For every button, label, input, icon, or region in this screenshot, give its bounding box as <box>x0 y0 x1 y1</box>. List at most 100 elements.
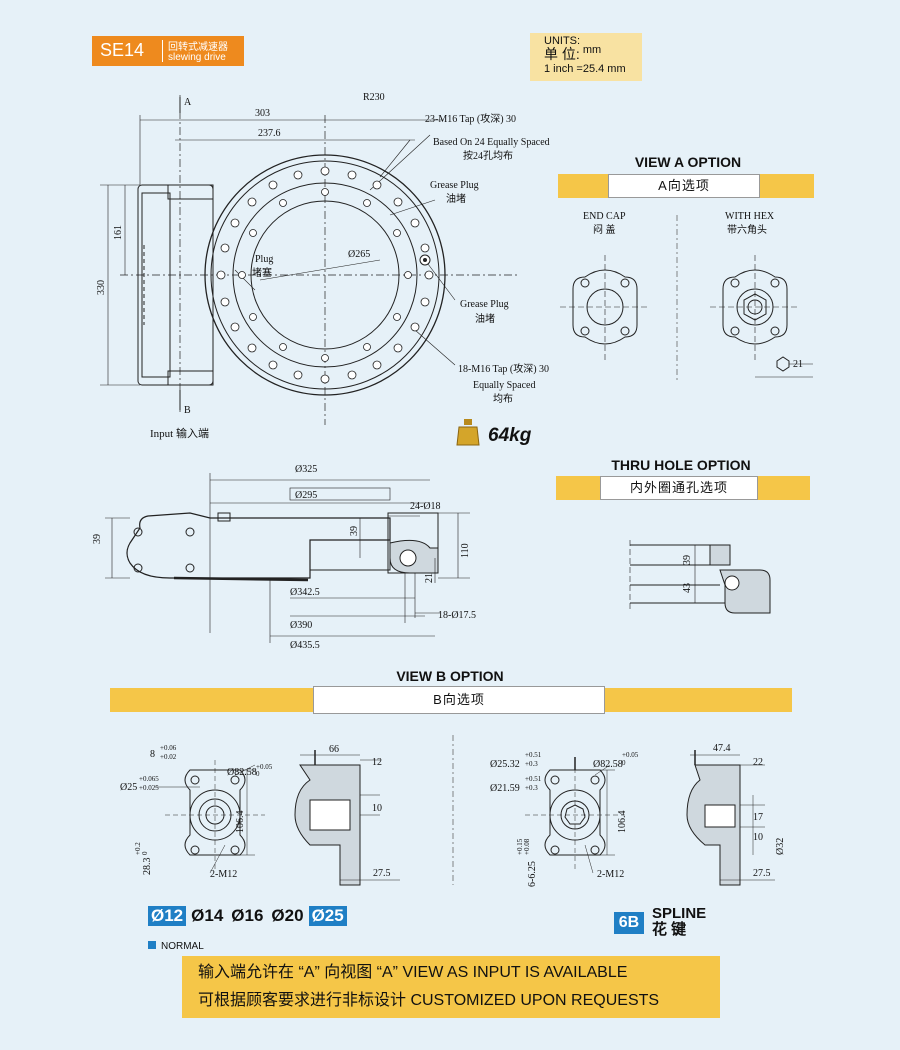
b-right-d21-tol-up: +0.51 <box>525 775 542 783</box>
side-view-drawing: Ø325 Ø295 24-Ø18 39 39 110 21 Ø342.5 18-… <box>92 464 476 651</box>
b-left-d8-tol-lo: +0.02 <box>160 753 177 761</box>
thru-dim-39: 39 <box>682 555 693 565</box>
normal-swatch <box>148 941 156 949</box>
units-box: UNITS: 单 位: mm 1 inch =25.4 mm <box>530 33 642 81</box>
b-left-d28-tol-lo: 0 <box>141 851 149 855</box>
dim-237-6: 237.6 <box>258 128 281 139</box>
b-left-d82: Ø82.58 <box>227 767 257 778</box>
b-right-d25: Ø25.32 <box>490 759 520 770</box>
label-equally-cn: 均布 <box>493 393 513 405</box>
label-tap23: 23-M16 Tap (攻深) 30 <box>425 112 516 125</box>
b-right-d21: Ø21.59 <box>490 783 520 794</box>
b-left-d28-tol-up: +0.2 <box>134 842 142 855</box>
dim-161: 161 <box>113 225 124 240</box>
dim-dia325: Ø325 <box>295 464 317 475</box>
footer-line-2: 可根据顾客要求进行非标设计 CUSTOMIZED UPON REQUESTS <box>198 992 660 1009</box>
b-left-d25-tol-up: +0.065 <box>139 775 159 783</box>
b-right-d10: 10 <box>753 832 763 843</box>
b-left-d25: Ø25 <box>120 782 137 793</box>
label-input: Input 输入端 <box>150 426 209 440</box>
b-right-d22: 22 <box>753 757 763 768</box>
b-right-d106: 106.4 <box>617 811 628 834</box>
weight-value: 64kg <box>488 425 532 446</box>
units-label-cn: 单 位: <box>544 46 580 62</box>
units-conversion: 1 inch =25.4 mm <box>544 63 626 75</box>
b-right-d25-tol-lo: +0.3 <box>525 760 538 768</box>
label-based24-cn: 按24孔均布 <box>463 149 513 162</box>
dim-dia390: Ø390 <box>290 620 312 631</box>
view-b-drawing: 8 +0.06 +0.02 Ø25 +0.065 +0.025 Ø82.58 +… <box>120 735 786 887</box>
label-plug: Plug <box>255 254 273 265</box>
outer-bolt-holes <box>216 166 434 384</box>
label-grease1: Grease Plug <box>430 180 479 191</box>
b-left-d66: 66 <box>329 744 339 755</box>
dim-39-right: 39 <box>349 526 360 536</box>
model-name-en: slewing drive <box>168 52 226 63</box>
b-right-d6-tol-lo: +0.08 <box>523 838 531 855</box>
b-right-d32: Ø32 <box>775 838 786 855</box>
weight-icon <box>456 419 480 446</box>
label-b: B <box>184 405 191 416</box>
b-right-d17: 17 <box>753 812 763 823</box>
label-grease2-cn: 油堵 <box>475 312 495 325</box>
spline-label-block: SPLINE 花 键 <box>652 906 706 938</box>
with-hex-label: WITH HEX <box>725 211 775 222</box>
tag-divider <box>162 40 163 62</box>
label-based24: Based On 24 Equally Spaced <box>433 137 550 148</box>
label-plug-cn: 堵塞 <box>252 266 272 279</box>
b-right-m12: 2-M12 <box>597 869 624 880</box>
label-equally: Equally Spaced <box>473 380 535 391</box>
b-left-d27: 27.5 <box>373 868 391 879</box>
normal-label: NORMAL <box>161 941 204 952</box>
b-right-d25-tol-up: +0.51 <box>525 751 542 759</box>
view-a-drawing: END CAP 闷 盖 WITH HEX 带六角头 21 <box>560 211 813 380</box>
b-right-d27: 27.5 <box>753 868 771 879</box>
inner-bolt-holes <box>238 188 412 362</box>
end-cap-label: END CAP <box>583 211 626 222</box>
model-tag: SE14 回转式减速器 slewing drive <box>92 36 244 66</box>
dim-dia265: Ø265 <box>348 249 370 260</box>
model-code: SE14 <box>100 40 145 60</box>
label-grease2: Grease Plug <box>460 299 509 310</box>
b-right-d47: 47.4 <box>713 743 731 754</box>
b-right-d6-tol-up: +0.15 <box>516 838 524 855</box>
b-left-d28: 28.3 <box>142 858 153 876</box>
thru-dim-43: 43 <box>682 583 693 593</box>
view-b-title: VIEW B OPTION <box>396 668 504 684</box>
b-left-d10: 10 <box>372 803 382 814</box>
b-left-d25-tol-lo: +0.025 <box>139 784 159 792</box>
b-left-d82-tol-up: +0.05 <box>256 763 273 771</box>
thru-hole-title: THRU HOLE OPTION <box>611 457 751 473</box>
bore-option: Ø16 <box>231 906 264 925</box>
dim-dia342: Ø342.5 <box>290 587 320 598</box>
bore-option: Ø14 <box>191 906 224 925</box>
dim-39-left: 39 <box>92 534 103 544</box>
label-a: A <box>184 97 192 108</box>
footer-line-1: 输入端允许在 “A” 向视图 “A” VIEW AS INPUT IS AVAI… <box>198 964 628 981</box>
hex-dim: 21 <box>793 359 803 370</box>
view-b-band-label: B向选项 <box>313 686 605 714</box>
model-name-cn: 回转式减速器 <box>168 42 228 53</box>
front-view-drawing: 303 237.6 R230 Ø265 161 330 A B 23-M16 T… <box>96 92 550 440</box>
dim-r230: R230 <box>363 92 385 103</box>
b-right-d82: Ø82.58 <box>593 759 623 770</box>
dim-330: 330 <box>96 280 107 295</box>
dim-dia295: Ø295 <box>295 490 317 501</box>
b-left-d106: 106.4 <box>235 811 246 834</box>
view-a-band-label: A向选项 <box>608 174 760 198</box>
with-hex-label-cn: 带六角头 <box>727 224 767 236</box>
dim-dia435: Ø435.5 <box>290 640 320 651</box>
dim-24-dia18: 24-Ø18 <box>410 501 441 512</box>
bore-option: Ø25 <box>308 906 347 926</box>
b-left-m12: 2-M12 <box>210 869 237 880</box>
view-a-title: VIEW A OPTION <box>634 154 742 170</box>
label-grease1-cn: 油堵 <box>446 192 466 205</box>
spline-label-cn: 花 键 <box>652 921 687 938</box>
label-tap18: 18-M16 Tap (攻深) 30 <box>458 362 549 375</box>
thru-hole-band-label: 内外圈通孔选项 <box>600 476 758 500</box>
thru-hole-drawing: 39 43 <box>629 540 771 614</box>
dim-303: 303 <box>255 108 270 119</box>
units-label: UNITS: <box>544 35 581 47</box>
b-left-d12: 12 <box>372 757 382 768</box>
